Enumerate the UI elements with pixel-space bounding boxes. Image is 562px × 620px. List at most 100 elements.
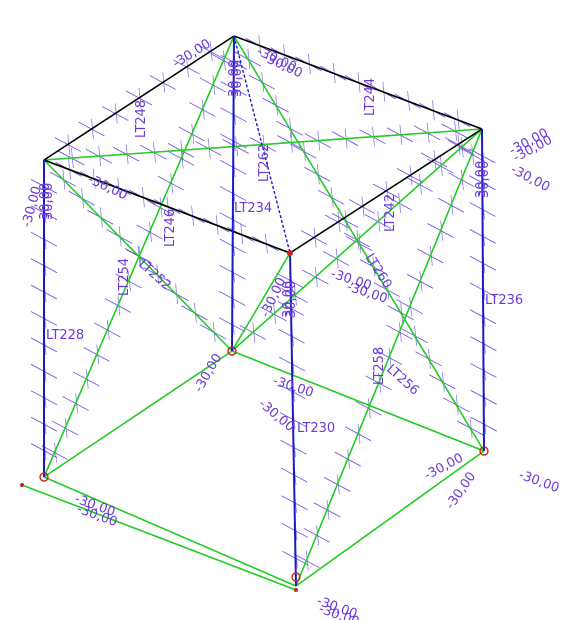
load-arrow	[261, 72, 265, 93]
load-arrow	[170, 172, 174, 194]
load-value-label: 30,00	[281, 281, 296, 318]
brace-line[interactable]	[43, 350, 233, 478]
load-arrow	[326, 499, 330, 520]
top-node[interactable]	[287, 250, 293, 256]
brace-line[interactable]	[295, 450, 485, 587]
column-line[interactable]	[231, 35, 235, 352]
load-arrow	[469, 417, 473, 438]
load-arrow	[347, 449, 351, 470]
load-value-label: -30,00	[508, 162, 552, 195]
load-arrow	[471, 144, 475, 165]
load-value-label: -30,00	[422, 451, 466, 484]
load-arrow	[64, 417, 68, 439]
load-arrow	[85, 368, 89, 390]
load-value-label: -30,00	[255, 397, 297, 435]
brace-line[interactable]	[43, 128, 483, 161]
brace-line[interactable]	[43, 159, 233, 352]
member-label-lt242: LT242	[383, 194, 398, 232]
beam-line[interactable]	[43, 159, 291, 254]
top-beams	[43, 35, 483, 254]
brace-line[interactable]	[231, 350, 485, 452]
support-node[interactable]	[291, 572, 301, 582]
load-arrow	[450, 195, 454, 216]
support-node[interactable]	[39, 472, 49, 482]
load-arrow	[212, 74, 216, 96]
load-arrow	[191, 123, 195, 145]
load-value-label: 30,00	[477, 161, 492, 198]
member-label-lt262: LT262	[257, 144, 272, 182]
load-arrow	[336, 474, 340, 495]
load-arrow	[428, 348, 431, 369]
member-label-lt254: LT254	[117, 258, 132, 296]
support-node[interactable]	[227, 346, 237, 356]
support-node[interactable]	[479, 446, 489, 456]
member-label-lt228: LT228	[46, 328, 84, 343]
beam-line[interactable]	[289, 128, 483, 254]
load-arrow	[414, 325, 417, 346]
load-arrow	[305, 550, 309, 571]
load-arrow	[455, 394, 459, 415]
load-arrow	[96, 344, 100, 365]
load-value-label: 30,00	[227, 60, 242, 97]
member-label-lt234: LT234	[234, 201, 272, 216]
load-arrow	[357, 423, 361, 444]
load-arrow	[367, 398, 371, 419]
support-node[interactable]	[20, 483, 24, 487]
load-arrow	[388, 347, 392, 368]
load-arrow	[330, 187, 334, 208]
brace-line[interactable]	[231, 252, 291, 352]
load-arrow	[316, 164, 320, 185]
load-arrow	[440, 220, 444, 241]
load-value-label: -30,00	[85, 172, 129, 203]
load-arrow	[419, 271, 423, 292]
load-arrow	[275, 95, 279, 116]
load-value-label: -30,00	[191, 351, 225, 395]
load-arrow	[223, 50, 226, 71]
load-arrow	[159, 197, 163, 218]
brace-line[interactable]	[295, 128, 483, 587]
columns	[43, 35, 485, 587]
load-arrow	[372, 256, 376, 277]
load-arrow	[429, 245, 433, 266]
member-label-lt244: LT244	[363, 78, 378, 116]
column-line[interactable]	[289, 252, 297, 587]
brace-line[interactable]	[21, 484, 297, 591]
load-arrow	[460, 169, 464, 190]
member-label-lt236: LT236	[485, 293, 523, 308]
load-value-label: 30,00	[474, 161, 489, 198]
load-arrow	[128, 270, 131, 292]
member-label-lt230: LT230	[297, 421, 335, 436]
load-arrow	[441, 371, 445, 392]
member-label-lt246: LT246	[163, 209, 178, 247]
load-value-label: -30,00	[517, 468, 562, 496]
brace-line[interactable]	[233, 35, 485, 452]
beam-line[interactable]	[233, 35, 483, 130]
load-arrow	[378, 372, 382, 393]
load-arrow	[409, 296, 413, 317]
load-value-label: 30,00	[284, 281, 299, 318]
load-arrow	[54, 442, 57, 463]
brace-line[interactable]	[43, 476, 297, 587]
load-arrow	[75, 393, 79, 414]
load-value-label: 30,00	[230, 60, 245, 97]
load-arrow	[180, 148, 184, 169]
load-arrow	[316, 525, 320, 546]
load-arrow	[106, 319, 110, 341]
load-arrow	[400, 302, 404, 323]
column-line[interactable]	[233, 35, 291, 254]
beam-line[interactable]	[43, 35, 235, 161]
load-arrow	[247, 49, 251, 70]
member-label-lt248: LT248	[134, 100, 149, 138]
bracing-members	[21, 35, 485, 591]
load-arrow	[358, 233, 362, 254]
member-label-lt256: LT256	[383, 362, 421, 399]
member-label-lt258: LT258	[372, 347, 387, 385]
load-arrow	[201, 99, 205, 120]
load-arrow	[289, 118, 292, 139]
load-arrow	[117, 295, 121, 316]
support-node[interactable]	[294, 588, 298, 592]
load-arrow	[303, 141, 306, 162]
column-line[interactable]	[481, 128, 485, 452]
